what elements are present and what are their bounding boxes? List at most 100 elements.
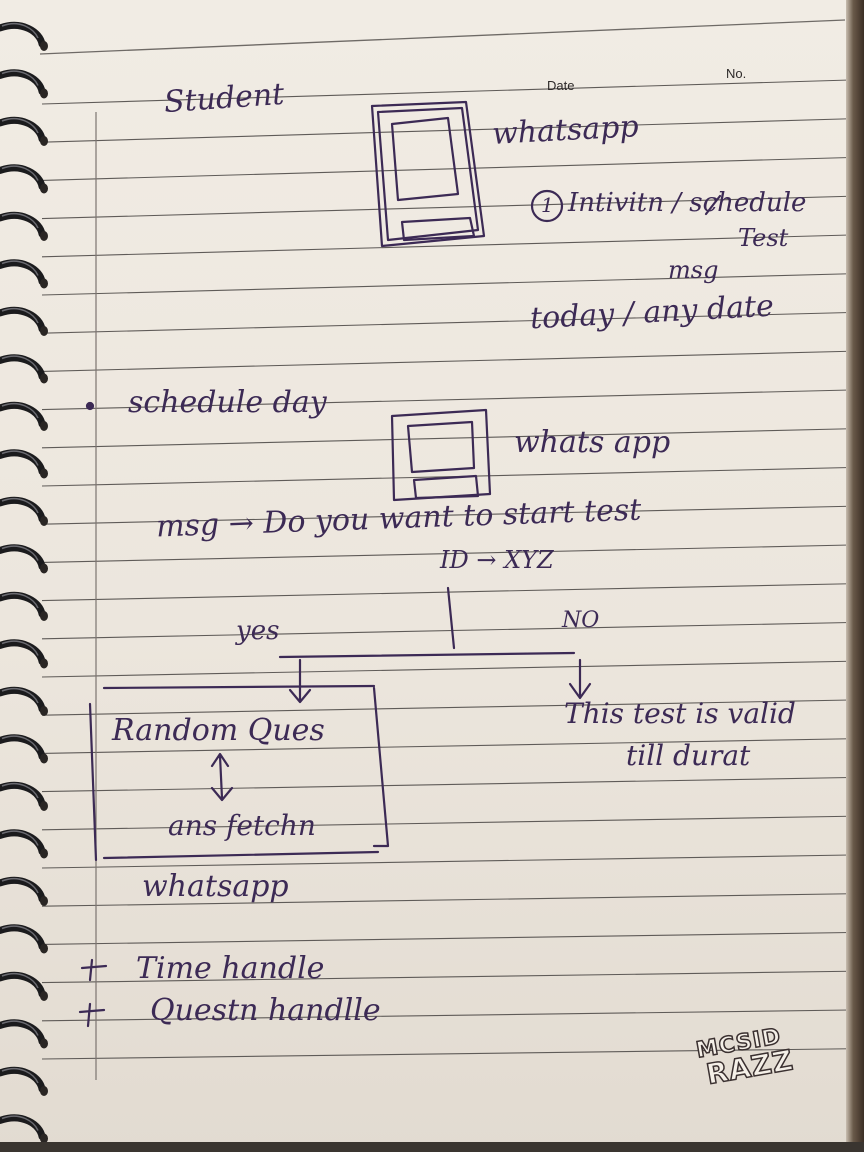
spiral-hole — [40, 801, 48, 811]
spiral-ring-highlight — [1, 497, 39, 514]
ruled-line — [41, 699, 851, 716]
dash-bullet — [80, 958, 108, 982]
spiral-hole — [40, 231, 48, 241]
note-question-handle: Questn handlle — [150, 993, 381, 1028]
note-no: NO — [562, 608, 600, 633]
spiral-ring-highlight — [1, 402, 39, 419]
no-label: No. — [726, 66, 747, 81]
branch-line — [278, 651, 576, 659]
ruled-line — [41, 931, 851, 945]
note-schedule-day: schedule day — [128, 385, 327, 420]
spiral-hole — [40, 753, 48, 764]
note-msg-1: msg — [668, 256, 719, 284]
ruled-line — [41, 389, 851, 411]
note-time-handle: Time handle — [136, 951, 325, 986]
dash-bullet — [78, 1002, 106, 1028]
spiral-ring-highlight — [1, 355, 39, 371]
ruled-line — [41, 118, 851, 143]
spiral-hole — [40, 658, 48, 669]
arrow-icon — [704, 194, 722, 216]
note-title: Student — [162, 76, 286, 121]
spiral-ring-highlight — [1, 450, 39, 466]
spiral-hole — [40, 41, 48, 51]
ruled-line — [41, 621, 851, 640]
yes-down-arrow-icon — [288, 658, 312, 704]
spiral-ring-highlight — [1, 830, 39, 846]
ruled-line — [41, 738, 851, 754]
ruled-line — [41, 350, 851, 372]
date-label: Date — [547, 78, 575, 93]
note-whatsapp-2: whats app — [514, 425, 671, 460]
note-whatsapp-1: whatsapp — [491, 109, 640, 152]
spiral-hole — [40, 848, 48, 859]
spiral-ring-highlight — [1, 1115, 39, 1131]
ruled-line — [41, 583, 851, 602]
note-step-1-sub: Test — [738, 224, 789, 252]
ruled-line — [41, 815, 851, 831]
spiral-hole — [40, 1133, 48, 1144]
spiral-ring-highlight — [1, 22, 39, 39]
ruled-line — [41, 660, 851, 678]
flow-down-line — [446, 586, 456, 650]
page-bottom-edge — [0, 1142, 864, 1152]
spiral-ring-highlight — [1, 260, 39, 276]
spiral-ring-highlight — [1, 545, 39, 561]
spiral-ring-highlight — [1, 1020, 39, 1036]
ruled-line — [41, 970, 851, 984]
random-ques-box — [88, 684, 390, 862]
phone-sketch-icon — [390, 408, 492, 502]
note-yes: yes — [236, 616, 280, 646]
spiral-hole — [40, 1038, 48, 1049]
note-no-result-2: till durat — [626, 739, 751, 772]
spiral-hole — [40, 136, 48, 146]
spiral-hole — [40, 88, 48, 99]
double-arrow-icon — [210, 752, 234, 802]
note-id-line: ID → XYZ — [440, 546, 554, 574]
spiral-ring-highlight — [1, 877, 39, 894]
spiral-hole — [40, 706, 48, 716]
note-no-result-1: This test is valid — [564, 697, 796, 730]
ruled-line — [41, 1009, 851, 1022]
ruled-line — [41, 311, 851, 334]
ruled-line — [41, 1048, 851, 1060]
spiral-hole — [40, 563, 48, 574]
step-number-circle-icon — [530, 189, 564, 223]
spiral-hole — [40, 943, 48, 954]
spiral-ring-highlight — [1, 307, 39, 324]
header-rule-line — [39, 19, 846, 55]
spiral-hole — [40, 278, 48, 289]
ruled-line — [41, 273, 851, 296]
spiral-ring-highlight — [1, 165, 39, 181]
spiral-ring-highlight — [1, 592, 39, 609]
spiral-hole — [40, 611, 48, 621]
spiral-hole — [40, 896, 48, 906]
spiral-hole — [40, 421, 48, 431]
spiral-ring-highlight — [1, 687, 39, 704]
ruled-line — [41, 893, 851, 907]
note-ans-fetch: ans fetchn — [168, 809, 316, 842]
spiral-ring-highlight — [1, 640, 39, 656]
ruled-line — [41, 776, 851, 793]
spiral-hole — [40, 326, 48, 336]
page-edge-shadow — [846, 0, 864, 1152]
ruled-line — [41, 195, 851, 220]
spiral-ring-highlight — [1, 972, 39, 989]
spiral-ring-highlight — [1, 925, 39, 941]
spiral-hole — [40, 468, 48, 479]
spiral-ring-highlight — [1, 117, 39, 134]
spiral-ring-highlight — [1, 782, 39, 799]
spiral-ring-highlight — [1, 70, 39, 86]
bullet-dot — [85, 401, 95, 411]
spiral-hole — [40, 1086, 48, 1096]
spiral-hole — [40, 991, 48, 1001]
spiral-ring-highlight — [1, 212, 39, 229]
ruled-line — [41, 234, 851, 258]
phone-sketch-icon — [370, 100, 486, 248]
ruled-line — [41, 79, 851, 105]
spiral-ring-highlight — [1, 1067, 39, 1084]
spiral-hole — [40, 183, 48, 194]
spiral-ring-highlight — [1, 735, 39, 751]
